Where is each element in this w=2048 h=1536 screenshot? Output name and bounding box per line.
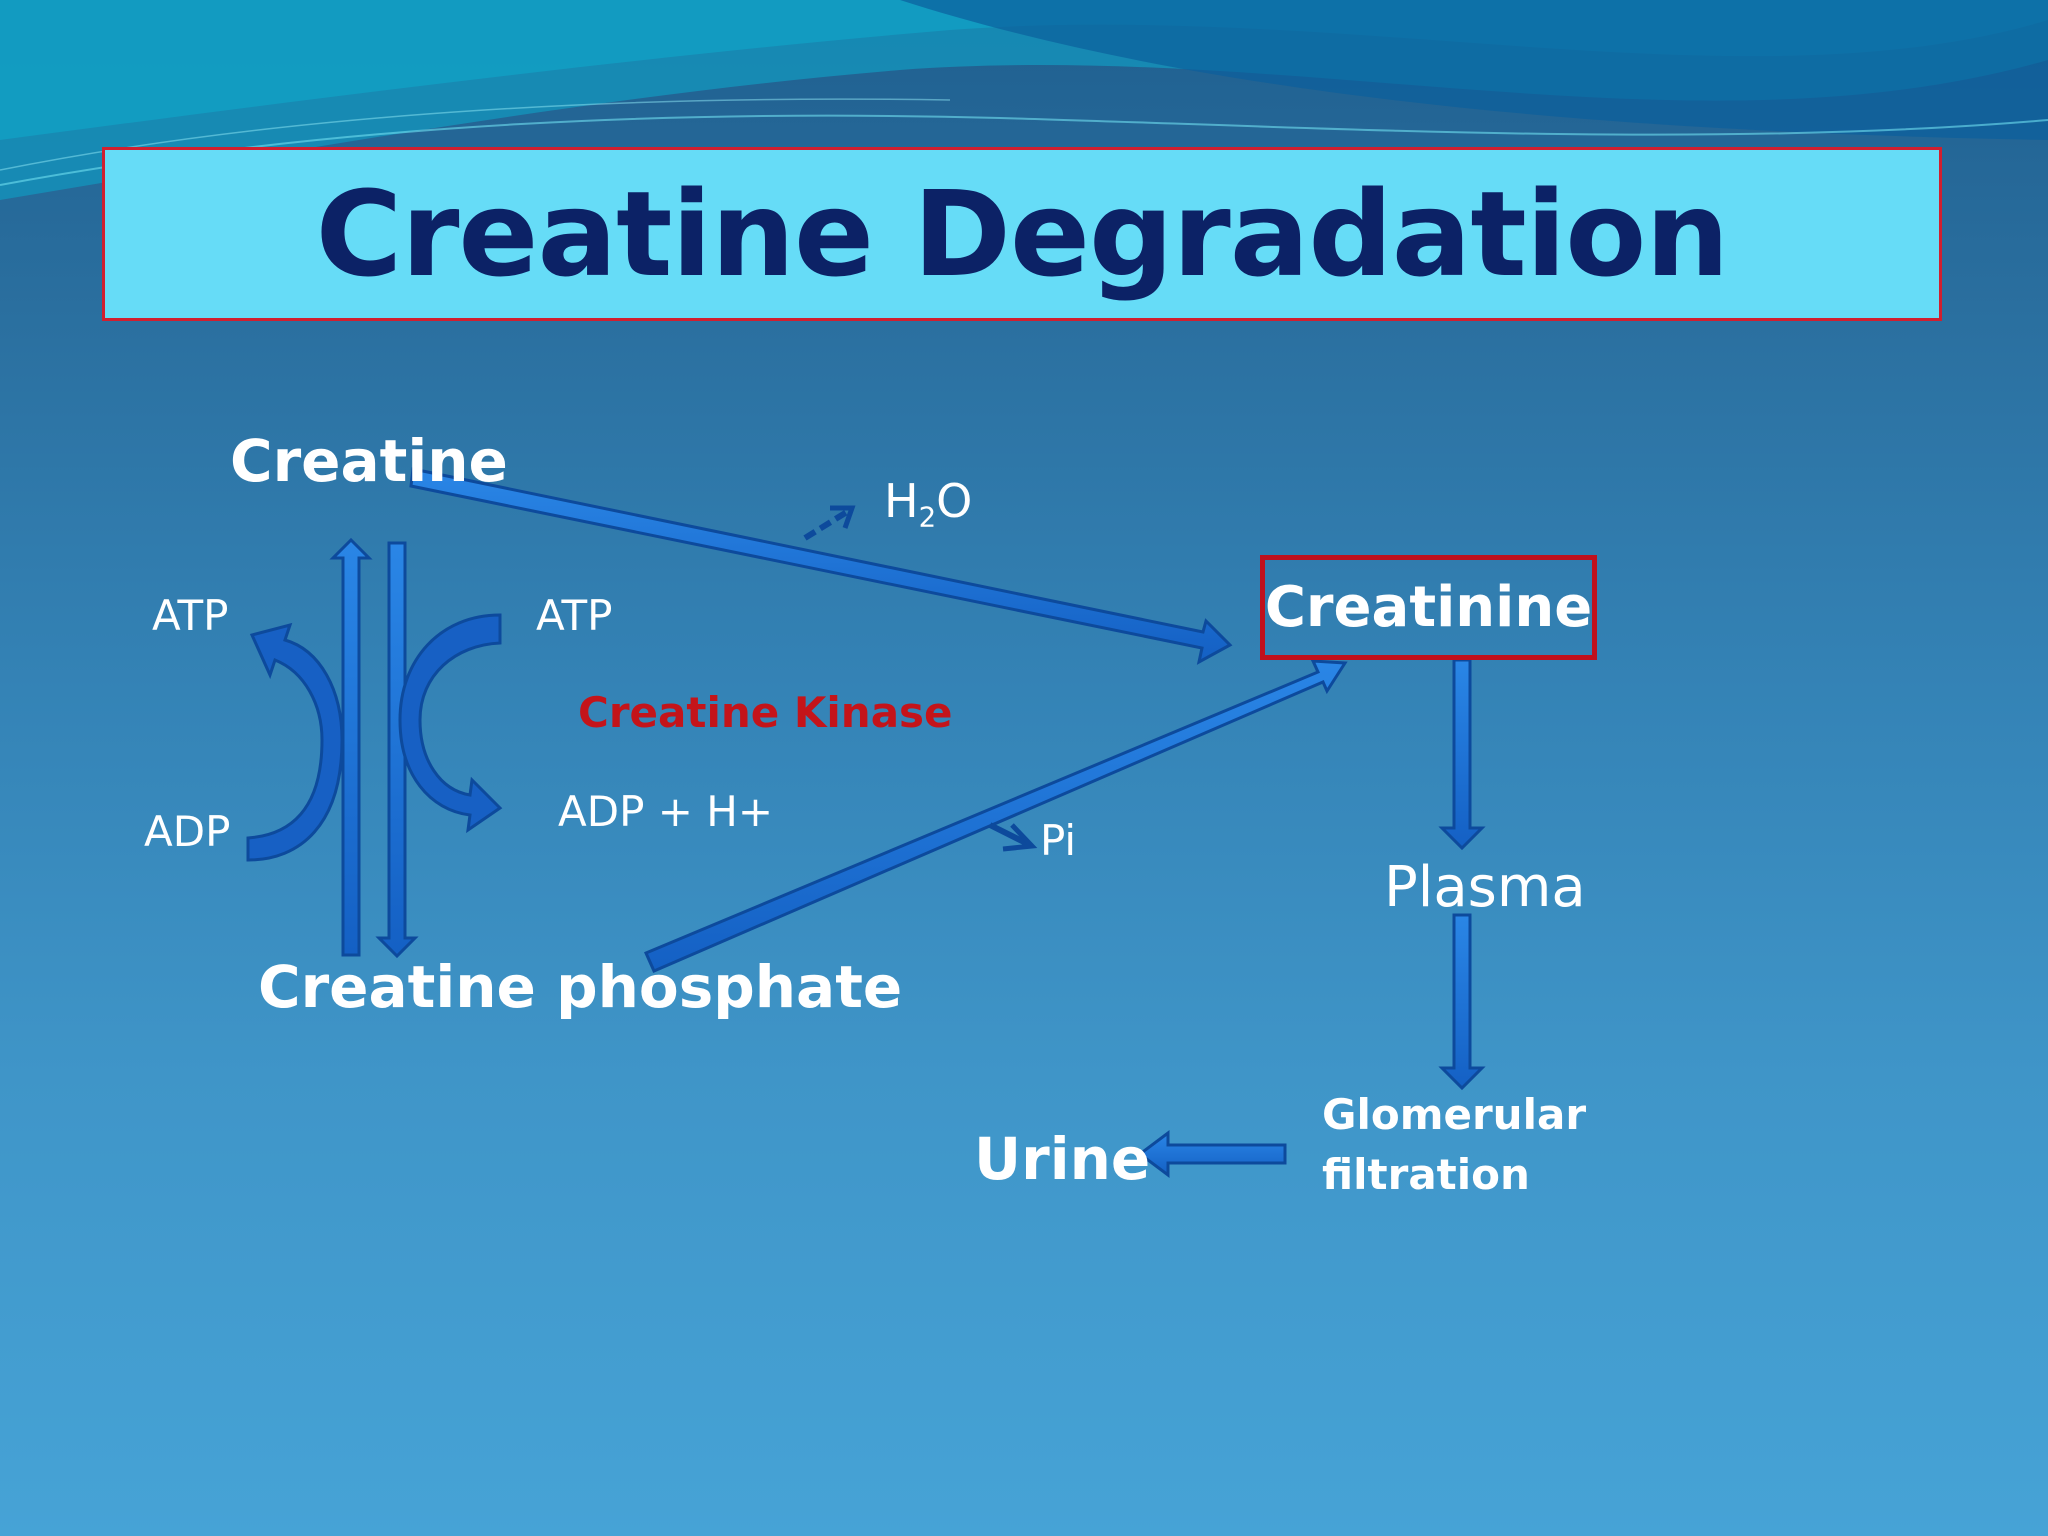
- filtration-to-urine-arrow: [1137, 1130, 1287, 1178]
- atp-left-label: ATP: [152, 591, 229, 640]
- creatine-label: Creatine: [230, 427, 508, 495]
- up-arrow: [329, 537, 373, 957]
- left-curved-arrow: [246, 622, 344, 862]
- urine-label: Urine: [974, 1125, 1151, 1193]
- title-banner: Creatine Degradation: [102, 147, 1942, 321]
- creatinine-label: Creatinine: [1264, 574, 1593, 640]
- right-curved-arrow: [398, 613, 503, 834]
- slide-title: Creatine Degradation: [315, 165, 1730, 303]
- plasma-label: Plasma: [1384, 855, 1586, 920]
- adp-right-label: ADP + H+: [558, 787, 774, 836]
- plasma-to-filtration-arrow: [1438, 913, 1486, 1091]
- water-release-arrow: [803, 505, 856, 541]
- creatine-to-creatinine-arrow: [409, 467, 1233, 665]
- creatinine-to-plasma-arrow: [1438, 658, 1486, 851]
- background-waves: [0, 0, 2048, 200]
- filtration-label: filtration: [1322, 1150, 1530, 1199]
- creatine-phosphate-label: Creatine phosphate: [258, 953, 903, 1021]
- down-arrow: [375, 541, 419, 959]
- atp-right-label: ATP: [536, 591, 613, 640]
- water-label: H2O: [884, 474, 973, 534]
- creatinine-box: Creatinine: [1260, 555, 1597, 660]
- phosphate-release-arrow: [988, 822, 1038, 852]
- glomerular-label: Glomerular: [1322, 1090, 1587, 1139]
- adp-left-label: ADP: [144, 807, 231, 856]
- pi-label: Pi: [1040, 816, 1077, 865]
- enzyme-label: Creatine Kinase: [578, 688, 953, 737]
- phosphate-to-creatinine-arrow: [644, 659, 1348, 973]
